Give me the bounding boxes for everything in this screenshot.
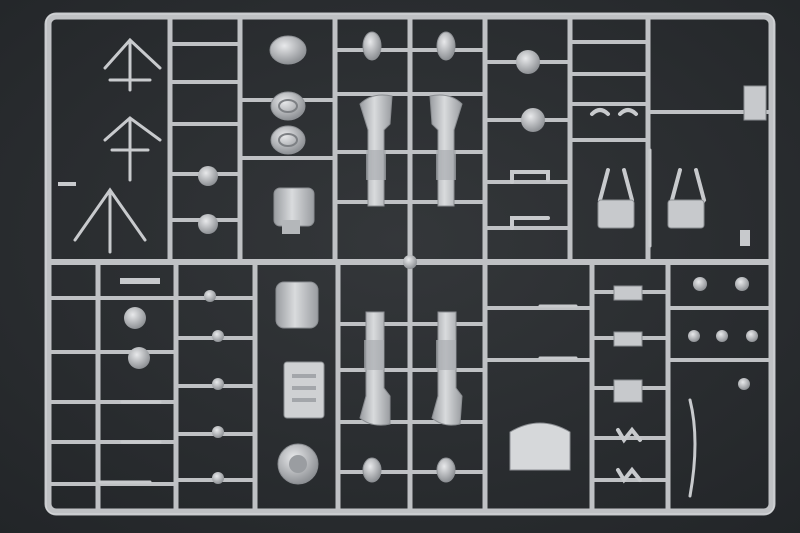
cowling-part	[277, 379, 643, 485]
engine-nozzle-lower-left	[359, 311, 391, 426]
sphere-part	[124, 50, 545, 484]
engine-block	[273, 187, 319, 329]
engine-nozzle-upper-left	[359, 94, 393, 207]
bipod-frame	[73, 37, 162, 254]
rod-part	[98, 148, 697, 498]
sprue-gate	[403, 255, 417, 269]
gearbox-part	[283, 361, 325, 419]
round-hatch	[269, 31, 456, 483]
engine-nozzle-lower-right	[431, 311, 463, 426]
engine-nozzle-upper-right	[429, 94, 463, 207]
small-parts-lower-right	[120, 85, 767, 390]
